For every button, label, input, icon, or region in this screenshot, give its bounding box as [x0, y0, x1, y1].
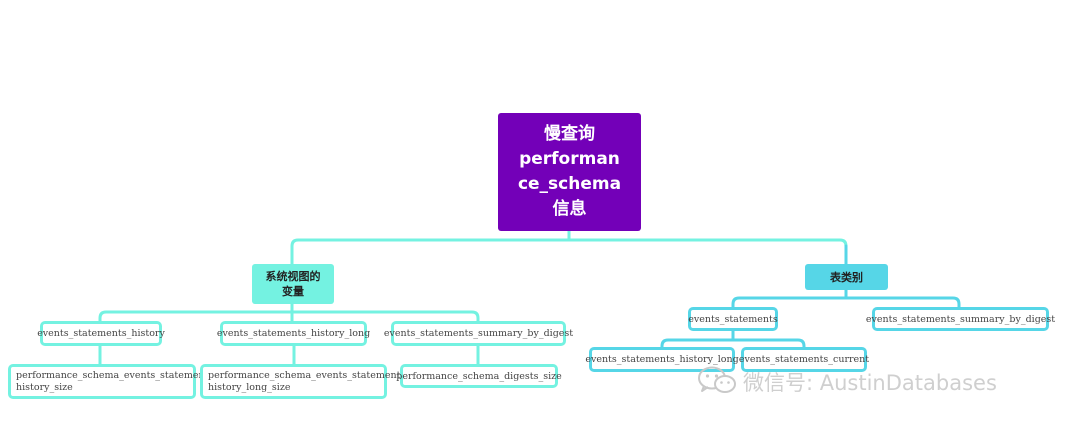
watermark: 微信号: AustinDatabases — [697, 364, 997, 400]
node-history-long-size-variable[interactable]: performance_schema_events_statements_ hi… — [200, 364, 410, 399]
branch-system-view-variables[interactable]: 系统视图的 变量 — [252, 264, 334, 304]
connector-left-children — [98, 302, 480, 323]
branch-table-categories[interactable]: 表类别 — [805, 264, 888, 290]
node-events-statements[interactable]: events_statements — [688, 307, 778, 331]
root-node[interactable]: 慢查询 performan ce_schema 信息 — [498, 113, 641, 231]
connector-right-children — [731, 288, 961, 309]
connector-right-grandchildren — [660, 329, 806, 349]
connector-left-details — [98, 344, 480, 366]
node-events-statements-history[interactable]: events_statements_history — [37, 321, 165, 346]
node-right-events-statements-history-long[interactable]: events_statements_history_long — [585, 347, 739, 372]
node-events-statements-summary-by-digest[interactable]: events_statements_summary_by_digest — [384, 321, 573, 346]
connector-root-left — [290, 229, 848, 266]
node-digests-size-variable[interactable]: performance_schema_digests_size — [396, 364, 562, 388]
node-events-statements-history-long[interactable]: events_statements_history_long — [217, 321, 370, 346]
watermark-text: 微信号: AustinDatabases — [743, 371, 997, 395]
node-right-events-statements-summary-by-digest[interactable]: events_statements_summary_by_digest — [866, 307, 1055, 331]
node-history-size-variable[interactable]: performance_schema_events_statements_ hi… — [8, 364, 218, 399]
node-events-statements-current[interactable]: events_statements_current — [739, 347, 869, 372]
wechat-icon — [697, 365, 737, 399]
